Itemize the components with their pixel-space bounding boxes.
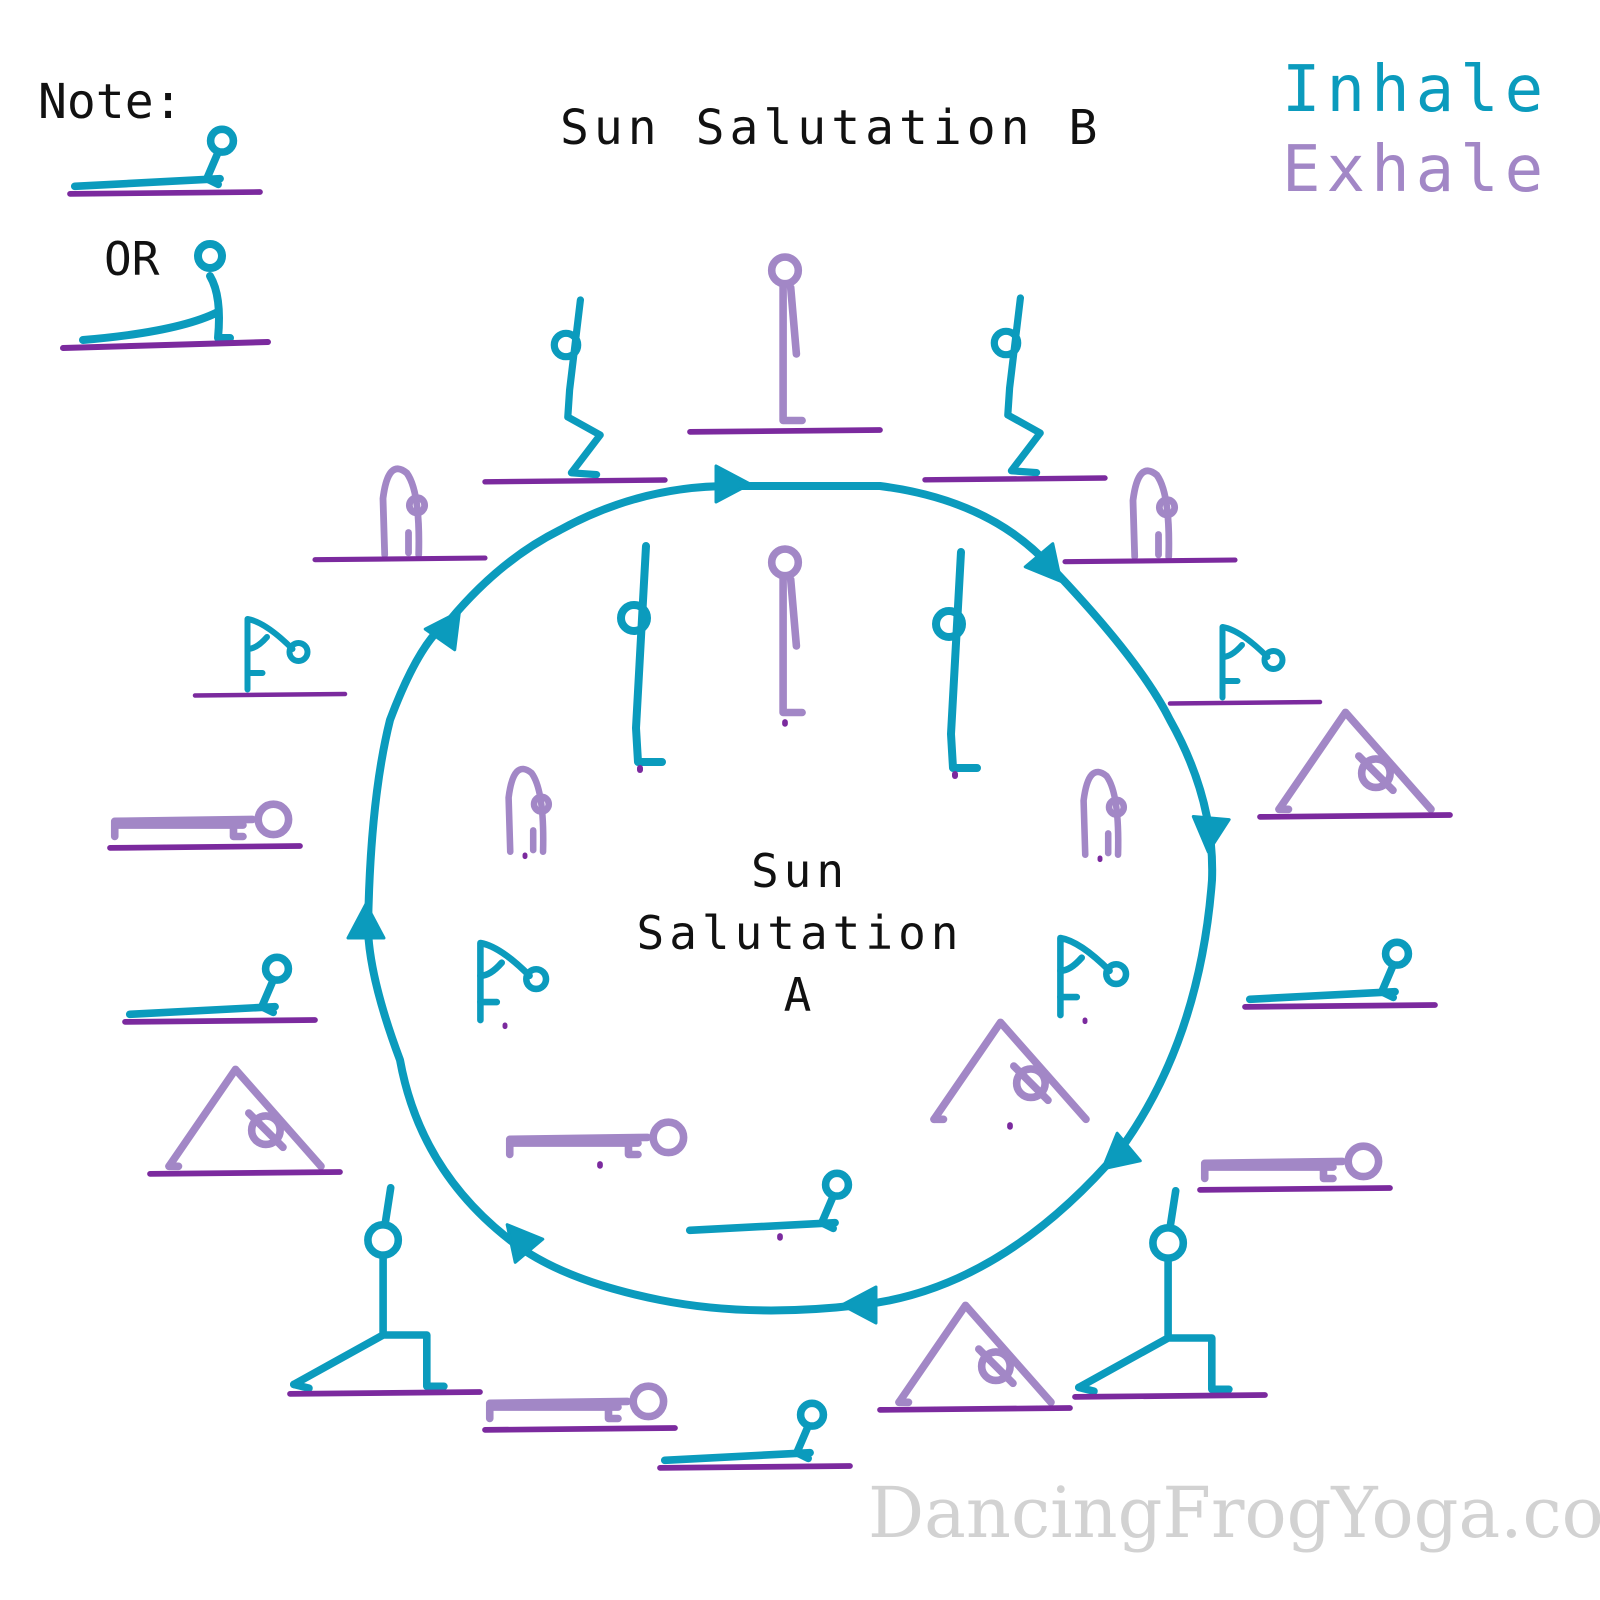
inner-pose-upward-dog: [685, 1169, 853, 1241]
outer-pose-standing: [687, 253, 883, 435]
inner-pose-standing: [767, 545, 806, 727]
flow-circle: [364, 482, 1217, 1315]
inner-pose-arms-up: [932, 548, 981, 779]
flow-arrowhead: [505, 1223, 545, 1264]
inner-pose-half-lift: [1057, 934, 1130, 1025]
inner-pose-downward-dog: [930, 1018, 1090, 1130]
flow-arrowhead: [1023, 542, 1063, 583]
diagram-title: Sun Salutation B: [560, 100, 1103, 156]
center-title-line: Salutation: [636, 906, 964, 960]
or-label: OR: [104, 232, 160, 286]
outer-pose-chaturanga: [107, 800, 303, 851]
outer-pose-chaturanga: [482, 1382, 678, 1433]
note-label: Note:: [38, 74, 183, 130]
inner-pose-chaturanga: [505, 1118, 688, 1169]
flow-arrowhead: [423, 610, 461, 652]
outer-pose-downward-dog: [1257, 708, 1453, 820]
inner-pose-half-lift: [477, 939, 550, 1030]
flow-arrowhead: [1101, 1131, 1142, 1171]
outer-pose-forward-fold: [312, 465, 488, 563]
inner-pose-forward-fold: [505, 765, 553, 860]
flow-arrowhead: [1191, 814, 1231, 854]
outer-pose-upward-dog: [1242, 938, 1438, 1010]
center-title-line: Sun: [750, 844, 850, 898]
outer-pose-chair: [922, 294, 1108, 483]
outer-pose-half-lift: [192, 616, 348, 698]
inner-pose-arms-up: [617, 542, 666, 773]
flow-arrowhead: [840, 1285, 878, 1325]
outer-pose-downward-dog: [147, 1065, 343, 1177]
center-title-line: A: [783, 968, 817, 1022]
outer-pose-chaturanga: [1197, 1142, 1393, 1193]
outer-pose-chair: [482, 296, 668, 485]
inner-pose-forward-fold: [1080, 768, 1128, 863]
note-pose-cobra: [60, 240, 271, 351]
outer-pose-warrior-1: [287, 1183, 483, 1397]
outer-pose-upward-dog: [657, 1399, 853, 1471]
outer-pose-forward-fold: [1062, 467, 1238, 565]
outer-pose-downward-dog: [877, 1301, 1073, 1413]
flow-arrowhead: [714, 464, 752, 504]
legend-exhale: Exhale: [1282, 133, 1550, 207]
flow-arrowhead: [346, 902, 386, 940]
center-title: Sun Salutation A: [600, 840, 1000, 1026]
outer-pose-half-lift: [1167, 624, 1323, 706]
legend-inhale: Inhale: [1282, 53, 1550, 127]
outer-pose-warrior-1: [1072, 1186, 1268, 1400]
outer-pose-upward-dog: [122, 953, 318, 1025]
note-pose-upward-dog: [67, 125, 263, 197]
watermark: DancingFrogYoga.com: [868, 1472, 1600, 1554]
